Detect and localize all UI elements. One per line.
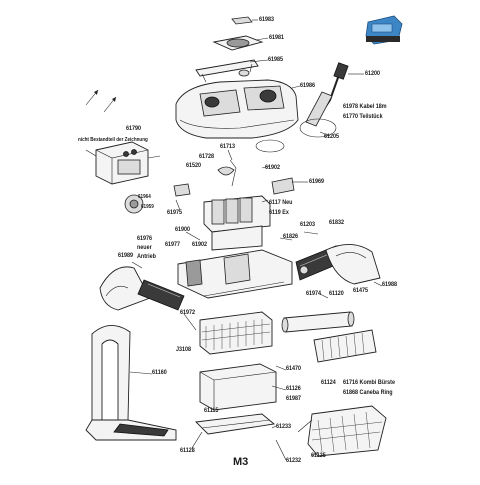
label-6119-ex: 6119 Ex	[269, 209, 289, 216]
top-lid-parts	[195, 16, 264, 83]
label-61981: 61981	[269, 34, 285, 41]
label-61728: 61728	[199, 153, 215, 160]
left-side-assembly	[99, 266, 185, 311]
label-61200: 61200	[365, 70, 381, 77]
label-61972: 61972	[180, 309, 196, 316]
label-6117-neu: 6117 Neu	[269, 199, 293, 206]
label-61988: 61988	[382, 281, 398, 288]
power-supply	[85, 141, 161, 214]
label-61126: 61126	[286, 385, 301, 392]
label-61713: 61713	[220, 143, 236, 150]
label-61868: 61868 Caneba Ring	[343, 389, 393, 396]
label-61900: 61900	[175, 226, 191, 233]
robot-thumbnail	[365, 15, 403, 45]
cable-assembly	[255, 62, 349, 153]
label-j3108: J3108	[176, 346, 192, 353]
label-61232: 61232	[286, 457, 302, 464]
label-61987: 61987	[286, 395, 302, 402]
label-61985: 61985	[268, 56, 284, 63]
label-61790-note: nicht Bestandteil der Zeichnung	[78, 137, 148, 143]
label-61902-upper: 61902	[265, 164, 281, 171]
label-61205: 61205	[324, 133, 340, 140]
label-61977: 61977	[165, 241, 181, 248]
motor-block	[173, 159, 295, 251]
label-61975: 61975	[167, 209, 183, 216]
label-61120: 61120	[329, 290, 344, 297]
label-61124: 61124	[321, 379, 336, 386]
leader-lines	[129, 19, 383, 461]
label-61989: 61989	[118, 252, 134, 259]
label-61983: 61983	[259, 16, 275, 23]
chassis	[177, 249, 293, 299]
label-61974: 61974	[306, 290, 322, 297]
caddy-stand	[85, 325, 177, 441]
label-61790: 61790	[126, 125, 142, 132]
roller-brush	[281, 311, 377, 363]
right-side-assembly	[295, 244, 381, 285]
label-61964: 61964	[138, 194, 151, 200]
label-61520: 61520	[186, 162, 202, 169]
label-61716: 61716 Kombi Bürste	[343, 379, 395, 386]
label-61128: 61128	[180, 447, 195, 454]
label-61976-neu: neuer	[137, 244, 152, 251]
label-61203: 61203	[300, 221, 316, 228]
direction-arrows	[85, 89, 117, 113]
label-61470: 61470	[286, 365, 302, 372]
filter-cage	[307, 405, 387, 457]
model-name: M3	[233, 456, 249, 468]
label-61976: 61976	[137, 235, 153, 242]
label-61902-lower: 61902	[192, 241, 208, 248]
filter-housing	[195, 363, 277, 435]
label-61976-antrieb: Antrieb	[137, 253, 156, 260]
label-61826: 61826	[283, 233, 299, 240]
label-61770: 61770 Teilstück	[343, 113, 383, 120]
filter-basket	[199, 311, 273, 355]
body-shell	[175, 79, 299, 139]
label-61125: 61125	[311, 452, 326, 459]
label-61233: 61233	[276, 423, 292, 430]
label-61978: 61978 Kabel 18m	[343, 103, 387, 110]
label-61832: 61832	[329, 219, 345, 226]
label-61160: 61160	[152, 369, 167, 376]
label-61969: 61969	[309, 178, 325, 185]
label-61475: 61475	[353, 287, 369, 294]
label-61986: 61986	[300, 82, 316, 89]
label-61115: 61115	[204, 407, 219, 414]
label-61959: 61959	[141, 204, 154, 210]
